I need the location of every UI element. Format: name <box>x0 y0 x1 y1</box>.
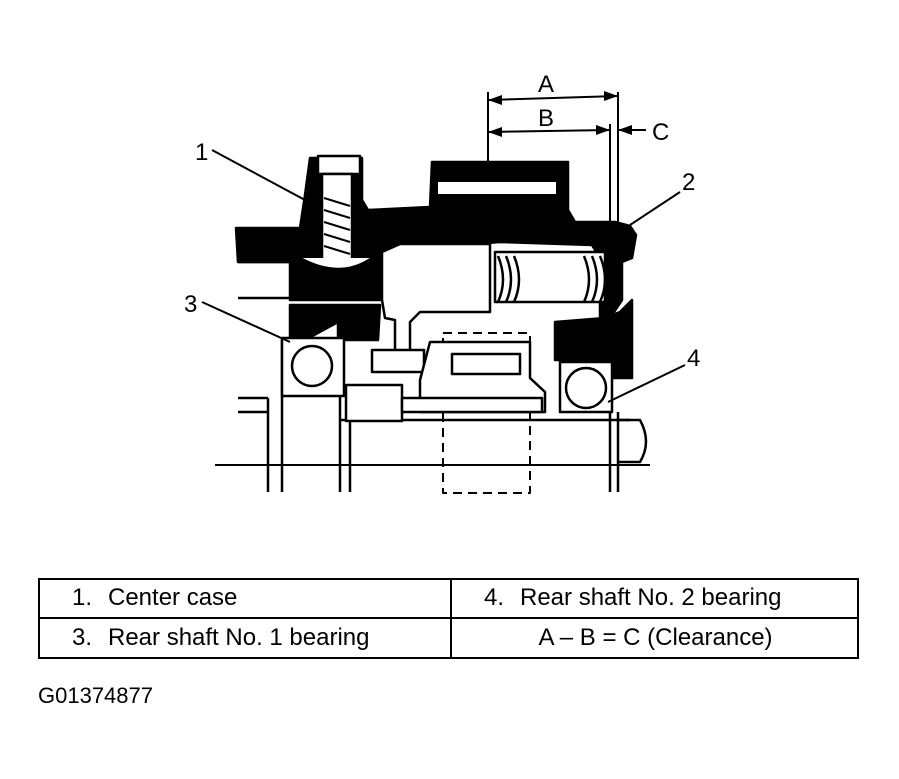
leader-4 <box>607 364 686 403</box>
leader-2 <box>629 191 681 226</box>
legend-row: 3. Rear shaft No. 1 bearing A – B = C (C… <box>40 618 859 658</box>
shaft-rod <box>400 396 544 414</box>
arrow-c <box>618 125 632 135</box>
dim-label-b: B <box>538 105 554 132</box>
gear-inner <box>450 352 522 376</box>
legend-text: Rear shaft No. 2 bearing <box>520 584 782 612</box>
figure-code: G01374877 <box>38 683 153 708</box>
lower-case-right <box>553 298 634 380</box>
arrow-b-left <box>488 127 502 137</box>
legend-number: 4. <box>483 584 504 612</box>
dim-line-a <box>487 95 619 101</box>
sleeve-collar <box>370 348 426 374</box>
bolt-nut <box>299 256 373 271</box>
legend-row: 1. Center case 4. Rear shaft No. 2 beari… <box>40 580 857 619</box>
leader-1 <box>211 149 306 201</box>
dim-line-b <box>487 129 611 133</box>
callout-1: 1 <box>195 139 208 166</box>
legend-text: Center case <box>108 584 238 612</box>
legend-cell: 1. Center case <box>40 580 452 617</box>
spring-coil-right <box>582 255 607 303</box>
sleeve <box>380 242 492 362</box>
callout-2: 2 <box>682 169 695 196</box>
shaft-end <box>618 418 648 464</box>
case-top-slot <box>438 182 556 194</box>
legend-table: 1. Center case 4. Rear shaft No. 2 beari… <box>38 578 859 659</box>
legend-number: 3. <box>71 623 92 651</box>
spacer-block <box>344 383 404 423</box>
spring-coil-left <box>496 255 521 303</box>
bearing-2-ball <box>564 366 608 410</box>
bearing-clearance-diagram: A B C 1 2 3 4 <box>184 71 700 494</box>
dim-label-a: A <box>538 71 554 98</box>
bearing-1-ball <box>290 344 334 388</box>
arrow-a-right <box>604 91 618 101</box>
legend-formula: A – B = C (Clearance) <box>538 623 773 651</box>
legend-number: 1. <box>71 584 92 612</box>
legend-cell: 3. Rear shaft No. 1 bearing <box>40 618 452 657</box>
callout-3: 3 <box>184 291 197 318</box>
callout-4: 4 <box>687 345 700 372</box>
bolt-head <box>316 154 362 176</box>
legend-cell: 4. Rear shaft No. 2 bearing <box>452 580 859 617</box>
arrow-b-right <box>596 125 610 135</box>
arrow-a-left <box>488 95 502 105</box>
bolt-thread <box>323 197 351 255</box>
lower-case-left <box>288 303 382 342</box>
leader-3 <box>201 301 291 343</box>
legend-text: Rear shaft No. 1 bearing <box>108 623 370 651</box>
legend-cell: A – B = C (Clearance) <box>452 619 859 658</box>
dim-label-c: C <box>652 119 669 146</box>
